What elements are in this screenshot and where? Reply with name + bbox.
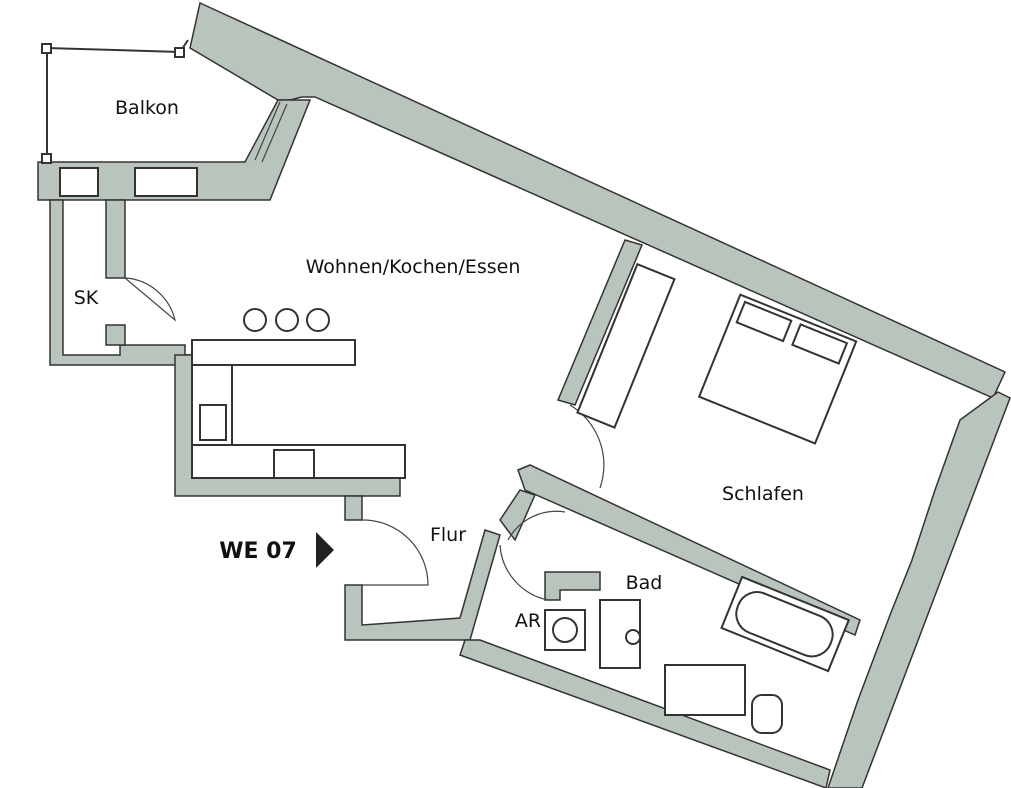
room-label-sk: SK bbox=[74, 287, 99, 309]
room-label-wohnen: Wohnen/Kochen/Essen bbox=[306, 256, 521, 278]
wall-top-diagonal bbox=[189, 1, 1006, 399]
toilet bbox=[751, 694, 783, 734]
wall-bath-bottom bbox=[459, 639, 831, 788]
wall-right bbox=[827, 391, 1011, 788]
cooktop bbox=[273, 449, 315, 479]
bar-stool bbox=[243, 308, 267, 332]
wall-ar bbox=[544, 571, 601, 601]
room-label-flur: Flur bbox=[430, 524, 466, 546]
window bbox=[134, 167, 198, 197]
railing-post bbox=[174, 47, 185, 58]
room-label-bad: Bad bbox=[626, 572, 663, 594]
wardrobe bbox=[576, 262, 676, 429]
wall-flur-bath bbox=[499, 489, 537, 542]
bathtub bbox=[720, 575, 851, 673]
vanity bbox=[664, 664, 746, 716]
bar-stool bbox=[306, 308, 330, 332]
room-label-balkon: Balkon bbox=[115, 97, 179, 119]
balkon-railing bbox=[46, 39, 189, 160]
wall-sk-inner bbox=[105, 199, 126, 279]
wall-sk-inner-lower bbox=[105, 324, 126, 346]
railing-post bbox=[41, 43, 52, 54]
sink bbox=[199, 404, 227, 441]
kitchen-counter-bar bbox=[191, 339, 356, 366]
wall-entry bbox=[344, 495, 363, 521]
wall-living-bedroom bbox=[556, 239, 644, 406]
wall-left-sk bbox=[49, 199, 191, 366]
door-ar[interactable] bbox=[499, 544, 549, 601]
door-sk[interactable] bbox=[124, 277, 177, 322]
wall-balkon-bottom bbox=[37, 99, 312, 201]
wall-entry-lower bbox=[344, 529, 501, 641]
door-bath[interactable] bbox=[507, 510, 566, 541]
door-entrance[interactable] bbox=[361, 519, 429, 586]
railing-post bbox=[41, 153, 52, 164]
double-bed bbox=[697, 293, 858, 445]
room-label-ar: AR bbox=[515, 610, 541, 632]
unit-label: WE 07 bbox=[219, 539, 297, 564]
window bbox=[59, 167, 99, 197]
shower-drain bbox=[625, 629, 641, 645]
bar-stool bbox=[275, 308, 299, 332]
window-balkon-door bbox=[254, 101, 281, 161]
room-label-schlafen: Schlafen bbox=[722, 483, 804, 505]
entrance-arrow-icon bbox=[316, 532, 334, 568]
